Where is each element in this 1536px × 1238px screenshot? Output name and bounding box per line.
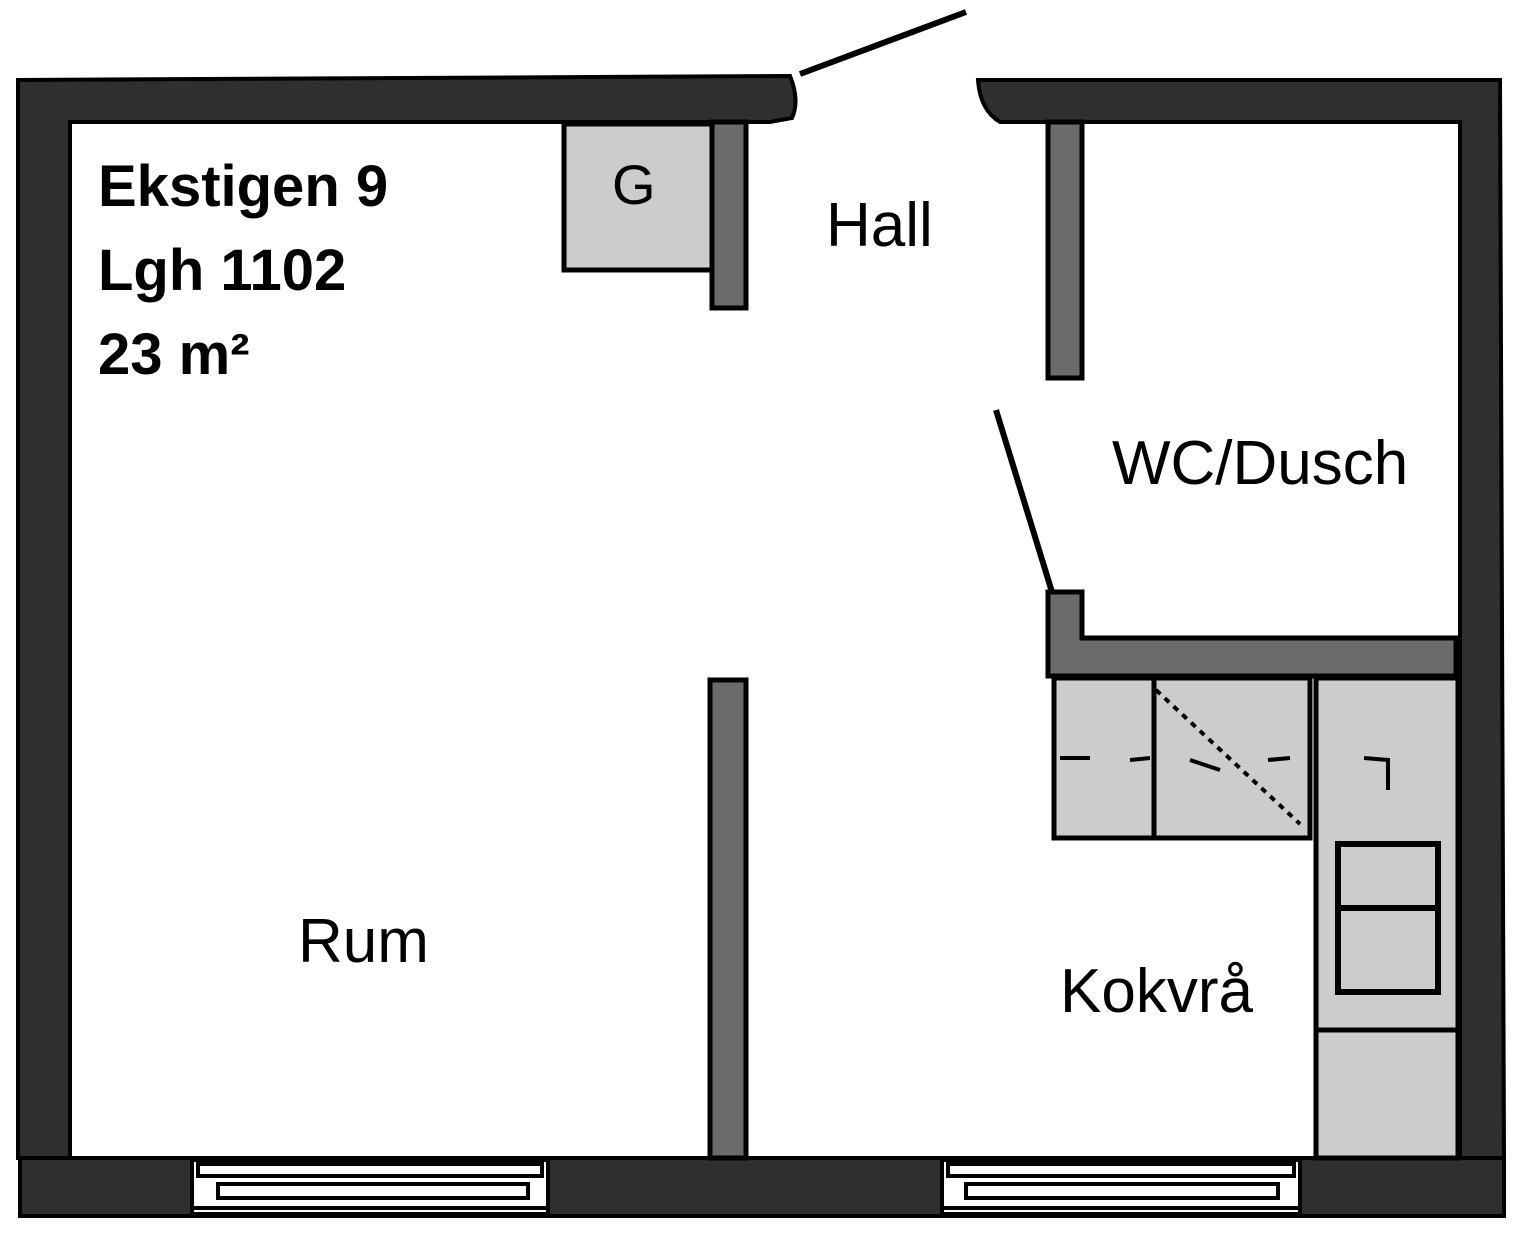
bathroom-door xyxy=(993,409,1055,593)
apartment-area: 23 m² xyxy=(98,322,250,387)
top-wall-left xyxy=(16,73,798,1160)
address-title: Ekstigen 9 xyxy=(98,154,388,219)
living-room-label: Rum xyxy=(298,907,429,976)
window-left xyxy=(190,1158,550,1216)
wardrobe-cabinet xyxy=(561,121,715,273)
bathroom-label: WC/Dusch xyxy=(1112,429,1408,498)
stove xyxy=(1335,841,1441,995)
hall-wall-left xyxy=(709,119,749,311)
bathroom-wall xyxy=(1045,589,1459,679)
hall-label: Hall xyxy=(826,191,933,260)
room-divider-wall xyxy=(707,677,749,1161)
inner-walls xyxy=(707,119,1459,1161)
wardrobe-label: G xyxy=(612,153,656,216)
kitchenette-label: Kokvrå xyxy=(1060,957,1253,1026)
window-right xyxy=(940,1158,1302,1216)
kitchen-counter-top xyxy=(1051,675,1313,841)
hall-wall-right xyxy=(1045,119,1085,381)
sink xyxy=(1060,688,1390,826)
entrance-door xyxy=(798,9,968,77)
apartment-number: Lgh 1102 xyxy=(98,238,346,303)
